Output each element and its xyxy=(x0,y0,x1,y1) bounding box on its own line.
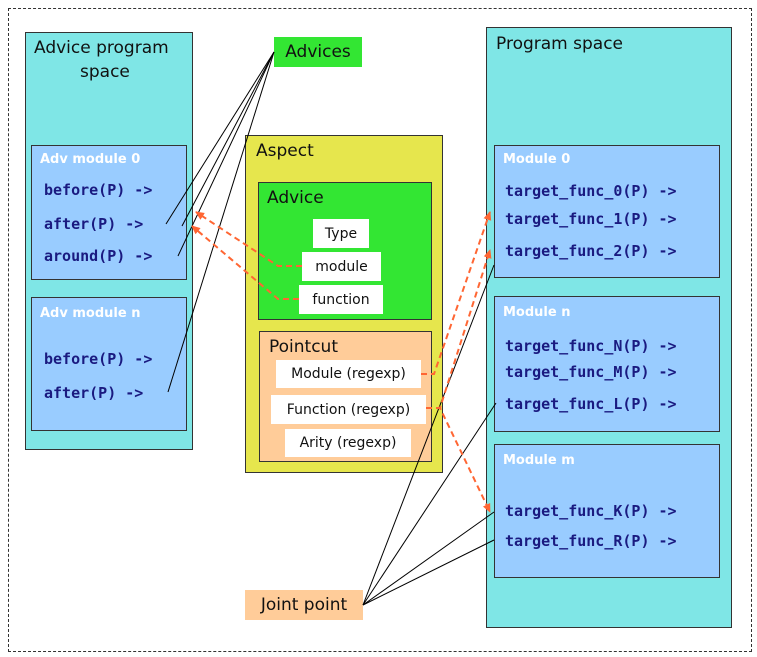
target-func: target_func_L(P) -> xyxy=(505,395,677,413)
module-n: Module n target_func_N(P) -> target_func… xyxy=(494,296,720,432)
adv-func: after(P) -> xyxy=(44,215,144,233)
target-func: target_func_N(P) -> xyxy=(505,337,677,355)
advice-program-space-title-2: space xyxy=(80,62,130,82)
advice-title: Advice xyxy=(267,188,324,208)
advice-field-module: module xyxy=(302,252,381,281)
target-func: target_func_K(P) -> xyxy=(505,502,677,520)
target-func: target_func_1(P) -> xyxy=(505,210,677,228)
adv-func: before(P) -> xyxy=(44,181,153,199)
target-func: target_func_2(P) -> xyxy=(505,242,677,260)
target-func: target_func_0(P) -> xyxy=(505,182,677,200)
joint-point-label: Joint point xyxy=(245,590,363,620)
adv-func: after(P) -> xyxy=(44,384,144,402)
module-0: Module 0 target_func_0(P) -> target_func… xyxy=(494,145,720,278)
diagram-frame xyxy=(8,8,752,652)
aspect-title: Aspect xyxy=(256,141,314,161)
adv-module-n: Adv module n before(P) -> after(P) -> xyxy=(31,297,187,431)
target-func: target_func_M(P) -> xyxy=(505,363,677,381)
target-func: target_func_R(P) -> xyxy=(505,532,677,550)
advice-program-space-title-1: Advice program xyxy=(34,38,169,58)
module-0-title: Module 0 xyxy=(503,152,571,167)
adv-func: around(P) -> xyxy=(44,247,153,265)
pointcut-field-module: Module (regexp) xyxy=(276,360,421,388)
adv-module-0-title: Adv module 0 xyxy=(40,152,141,167)
program-space-title: Program space xyxy=(496,34,624,54)
pointcut-title: Pointcut xyxy=(269,337,338,357)
advice-field-type: Type xyxy=(313,219,369,248)
pointcut-field-arity: Arity (regexp) xyxy=(285,429,411,457)
module-m-title: Module m xyxy=(503,453,575,468)
pointcut-field-function: Function (regexp) xyxy=(271,395,426,424)
advices-label: Advices xyxy=(274,37,362,67)
module-m: Module m target_func_K(P) -> target_func… xyxy=(494,444,720,578)
advice-field-function: function xyxy=(299,285,383,314)
adv-module-n-title: Adv module n xyxy=(40,306,141,321)
module-n-title: Module n xyxy=(503,305,571,320)
adv-module-0: Adv module 0 before(P) -> after(P) -> ar… xyxy=(31,145,187,280)
adv-func: before(P) -> xyxy=(44,350,153,368)
